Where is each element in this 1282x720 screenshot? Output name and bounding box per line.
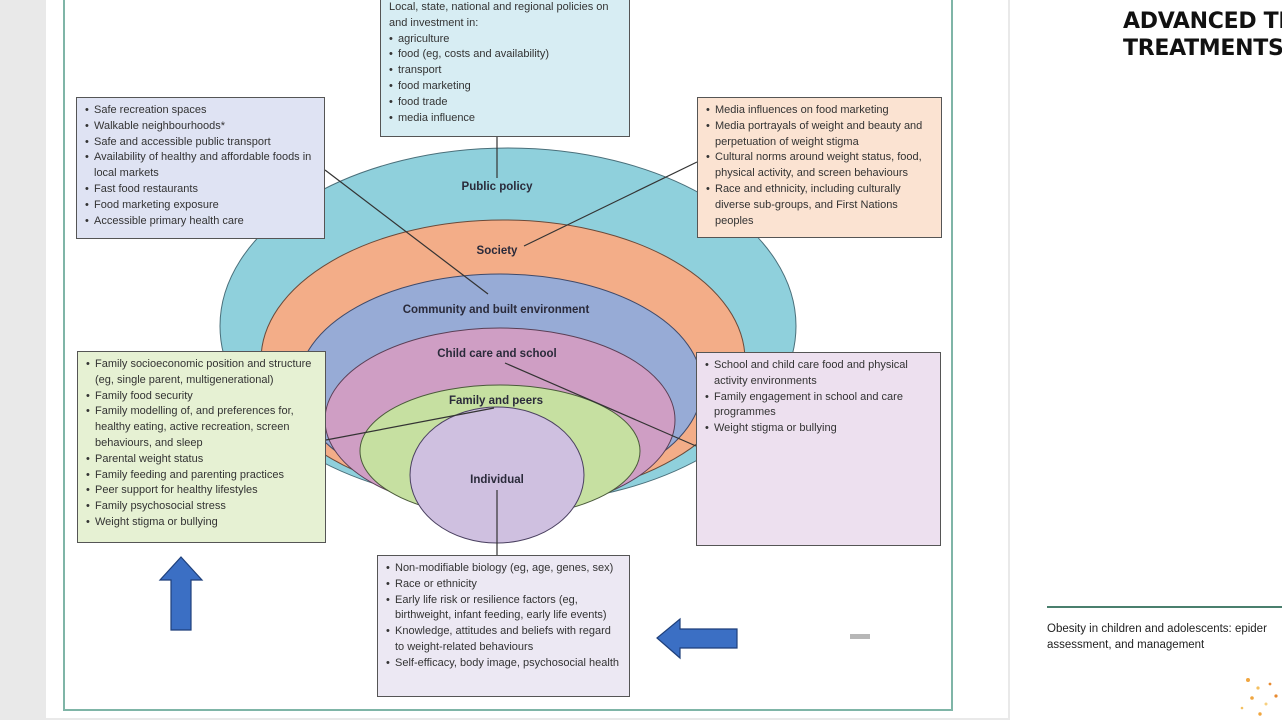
list-item: Walkable neighbourhoods* (85, 119, 316, 135)
list-item: Race and ethnicity, including culturally… (706, 182, 933, 229)
diagram-frame (63, 0, 953, 711)
list-item: agriculture (389, 32, 621, 48)
list-item: Safe recreation spaces (85, 103, 316, 119)
connector-lines (324, 137, 698, 555)
individual-box: Non-modifiable biology (eg, age, genes, … (377, 555, 630, 697)
list-item: food (eg, costs and availability) (389, 47, 621, 63)
heading-line-2: TREATMENTS I (1123, 36, 1282, 61)
list-item: Non-modifiable biology (eg, age, genes, … (386, 561, 621, 577)
list-item: Food marketing exposure (85, 198, 316, 214)
list-item: Safe and accessible public transport (85, 135, 316, 151)
connector-society (523, 161, 698, 247)
list-item: Parental weight status (86, 452, 317, 468)
list-item: Family food security (86, 389, 317, 405)
connector-school (504, 362, 697, 447)
heading-line-1: ADVANCED TEC (1123, 9, 1282, 34)
ring-label-family-peers: Family and peers (449, 395, 543, 407)
decorative-dots-icon (1240, 678, 1278, 716)
list-item: transport (389, 63, 621, 79)
ring-label-individual: Individual (470, 474, 524, 486)
ring-label-community: Community and built environment (403, 304, 590, 316)
connector-family (325, 407, 495, 441)
individual-list: Non-modifiable biology (eg, age, genes, … (386, 561, 621, 672)
slide-sidebar (1010, 0, 1282, 720)
list-item: Race or ethnicity (386, 577, 621, 593)
community-box: Safe recreation spacesWalkable neighbour… (76, 97, 325, 239)
connector-community (324, 169, 489, 295)
article-title-line-2: assessment, and management (1047, 639, 1205, 651)
minimize-bar-icon (850, 634, 870, 639)
list-item: School and child care food and physical … (705, 358, 932, 390)
family-list: Family socioeconomic position and struct… (86, 357, 317, 531)
child-care-school-box: School and child care food and physical … (696, 352, 941, 546)
article-title-line-1: Obesity in children and adolescents: epi… (1047, 623, 1267, 635)
socioecological-diagram: Public policy Society Community and buil… (158, 137, 870, 660)
list-item: Family engagement in school and care pro… (705, 390, 932, 422)
family-peers-box: Family socioeconomic position and struct… (77, 351, 326, 543)
list-item: Self-efficacy, body image, psychosocial … (386, 656, 621, 672)
list-item: Media influences on food marketing (706, 103, 933, 119)
school-list: School and child care food and physical … (705, 358, 932, 437)
list-item: Accessible primary health care (85, 214, 316, 230)
arrow-up-icon (158, 556, 204, 631)
policy-list: agriculturefood (eg, costs and availabil… (389, 32, 621, 127)
list-item: Cultural norms around weight status, foo… (706, 150, 933, 182)
list-item: Weight stigma or bullying (705, 421, 932, 437)
list-item: Knowledge, attitudes and beliefs with re… (386, 624, 621, 656)
ring-label-society: Society (477, 245, 519, 257)
list-item: Peer support for healthy lifestyles (86, 483, 317, 499)
list-item: Media portrayals of weight and beauty an… (706, 119, 933, 151)
list-item: food trade (389, 95, 621, 111)
society-box: Media influences on food marketingMedia … (697, 97, 942, 238)
list-item: food marketing (389, 79, 621, 95)
community-list: Safe recreation spacesWalkable neighbour… (85, 103, 316, 229)
list-item: Family modelling of, and preferences for… (86, 404, 317, 451)
article-citation: Obesity in children and adolescents: epi… (1047, 621, 1267, 653)
article-divider (1047, 606, 1282, 608)
list-item: Fast food restaurants (85, 182, 316, 198)
list-item: Family psychosocial stress (86, 499, 317, 515)
society-list: Media influences on food marketingMedia … (706, 103, 933, 229)
ring-label-child-care-school: Child care and school (437, 348, 557, 360)
slide-heading: ADVANCED TEC TREATMENTS I (1123, 8, 1282, 62)
ring-label-public-policy: Public policy (462, 181, 534, 193)
list-item: Availability of healthy and affordable f… (85, 150, 316, 182)
policy-intro: Local, state, national and regional poli… (389, 1, 609, 29)
list-item: Family socioeconomic position and struct… (86, 357, 317, 389)
list-item: media influence (389, 111, 621, 127)
list-item: Weight stigma or bullying (86, 515, 317, 531)
arrow-left-icon (656, 617, 738, 660)
list-item: Early life risk or resilience factors (e… (386, 593, 621, 625)
public-policy-box: Local, state, national and regional poli… (380, 0, 630, 137)
list-item: Family feeding and parenting practices (86, 468, 317, 484)
